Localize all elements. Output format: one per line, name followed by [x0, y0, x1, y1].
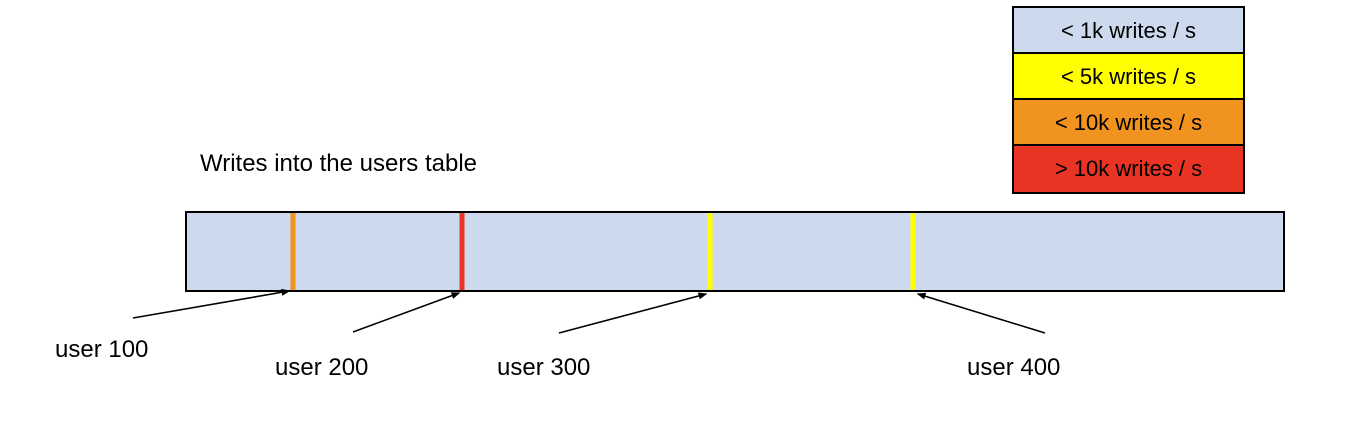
marker-user-200 — [459, 213, 465, 290]
diagram-title: Writes into the users table — [200, 150, 478, 177]
legend-item-lt-10k: < 10k writes / s — [1014, 100, 1243, 146]
marker-user-300 — [707, 213, 713, 290]
arrow-user-200 — [352, 292, 461, 333]
arrow-user-300 — [558, 292, 708, 334]
legend-item-gt-10k: > 10k writes / s — [1014, 146, 1243, 192]
users-table-bar — [185, 211, 1285, 292]
arrow-user-100 — [132, 288, 291, 319]
arrow-user-400 — [916, 292, 1046, 334]
legend-item-lt-1k: < 1k writes / s — [1014, 8, 1243, 54]
legend: < 1k writes / s < 5k writes / s < 10k wr… — [1012, 6, 1245, 194]
user-300-label: user 300 — [497, 354, 591, 381]
user-200-label: user 200 — [275, 354, 369, 381]
marker-user-400 — [910, 213, 916, 290]
marker-user-100 — [290, 213, 296, 290]
legend-item-lt-5k: < 5k writes / s — [1014, 54, 1243, 100]
user-100-label: user 100 — [55, 336, 149, 363]
user-400-label: user 400 — [967, 354, 1061, 381]
